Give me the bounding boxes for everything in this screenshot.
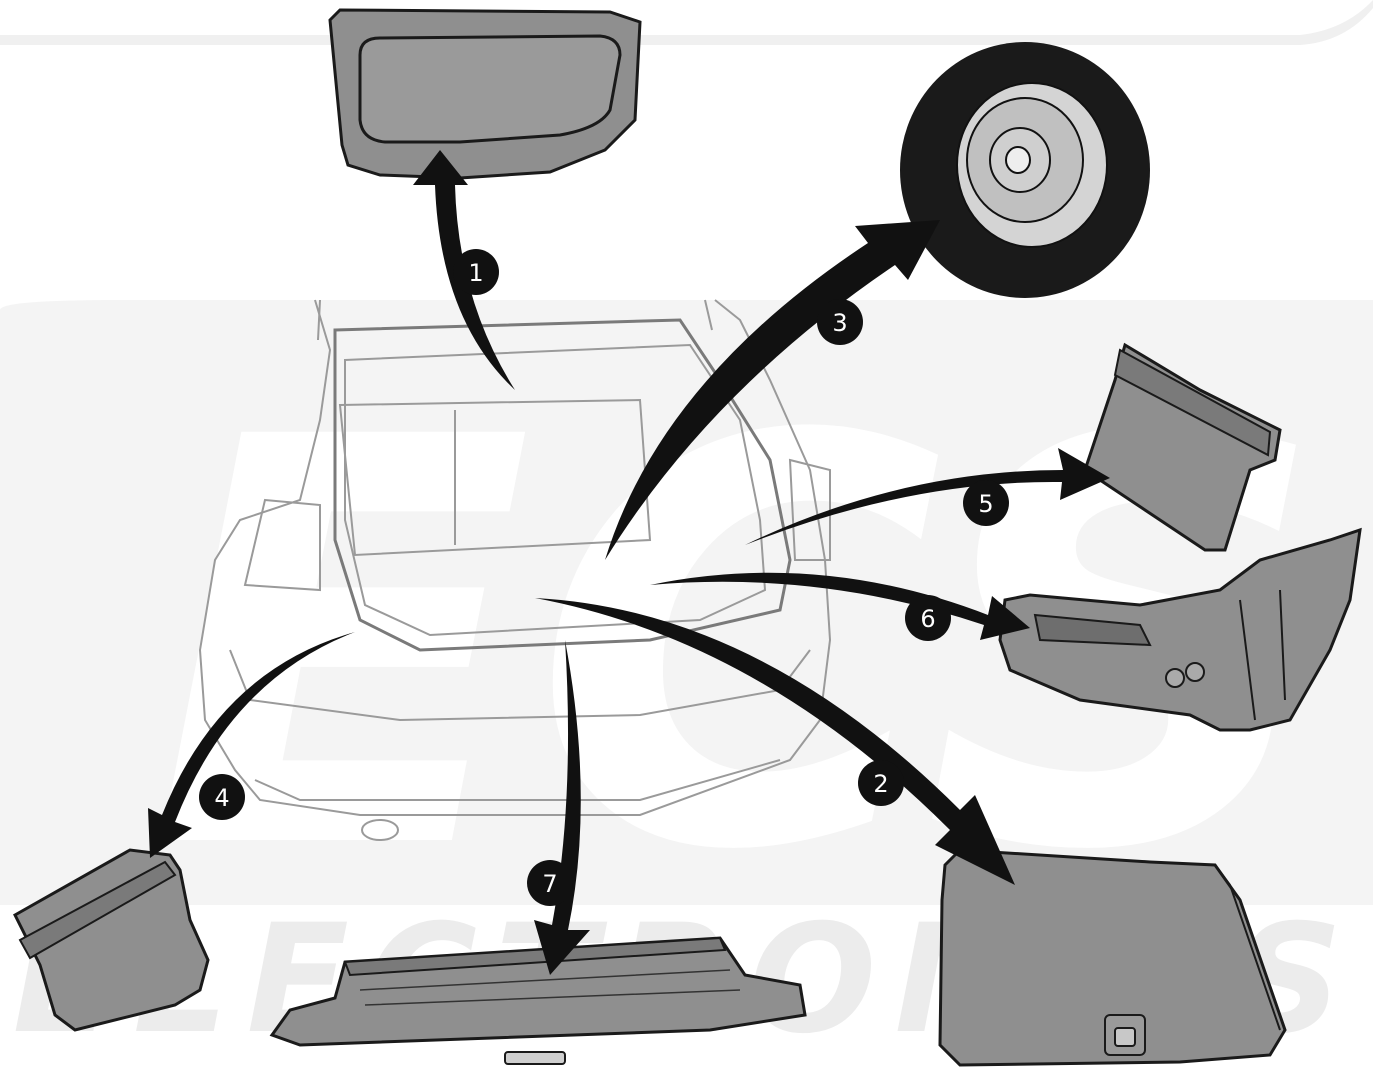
- svg-text:6: 6: [920, 605, 935, 633]
- svg-text:4: 4: [214, 784, 229, 812]
- callout-7: 7: [527, 860, 573, 906]
- svg-text:3: 3: [832, 309, 847, 337]
- svg-text:5: 5: [978, 490, 993, 518]
- callout-4: 4: [199, 774, 245, 820]
- parcel-shelf-part: [330, 10, 640, 178]
- svg-text:1: 1: [468, 259, 483, 287]
- svg-text:2: 2: [873, 770, 888, 798]
- callout-2: 2: [858, 760, 904, 806]
- callout-6: 6: [905, 595, 951, 641]
- spare-wheel-part: [900, 42, 1150, 298]
- callout-1: 1: [453, 249, 499, 295]
- svg-text:7: 7: [542, 870, 557, 898]
- callout-3: 3: [817, 299, 863, 345]
- callout-5: 5: [963, 480, 1009, 526]
